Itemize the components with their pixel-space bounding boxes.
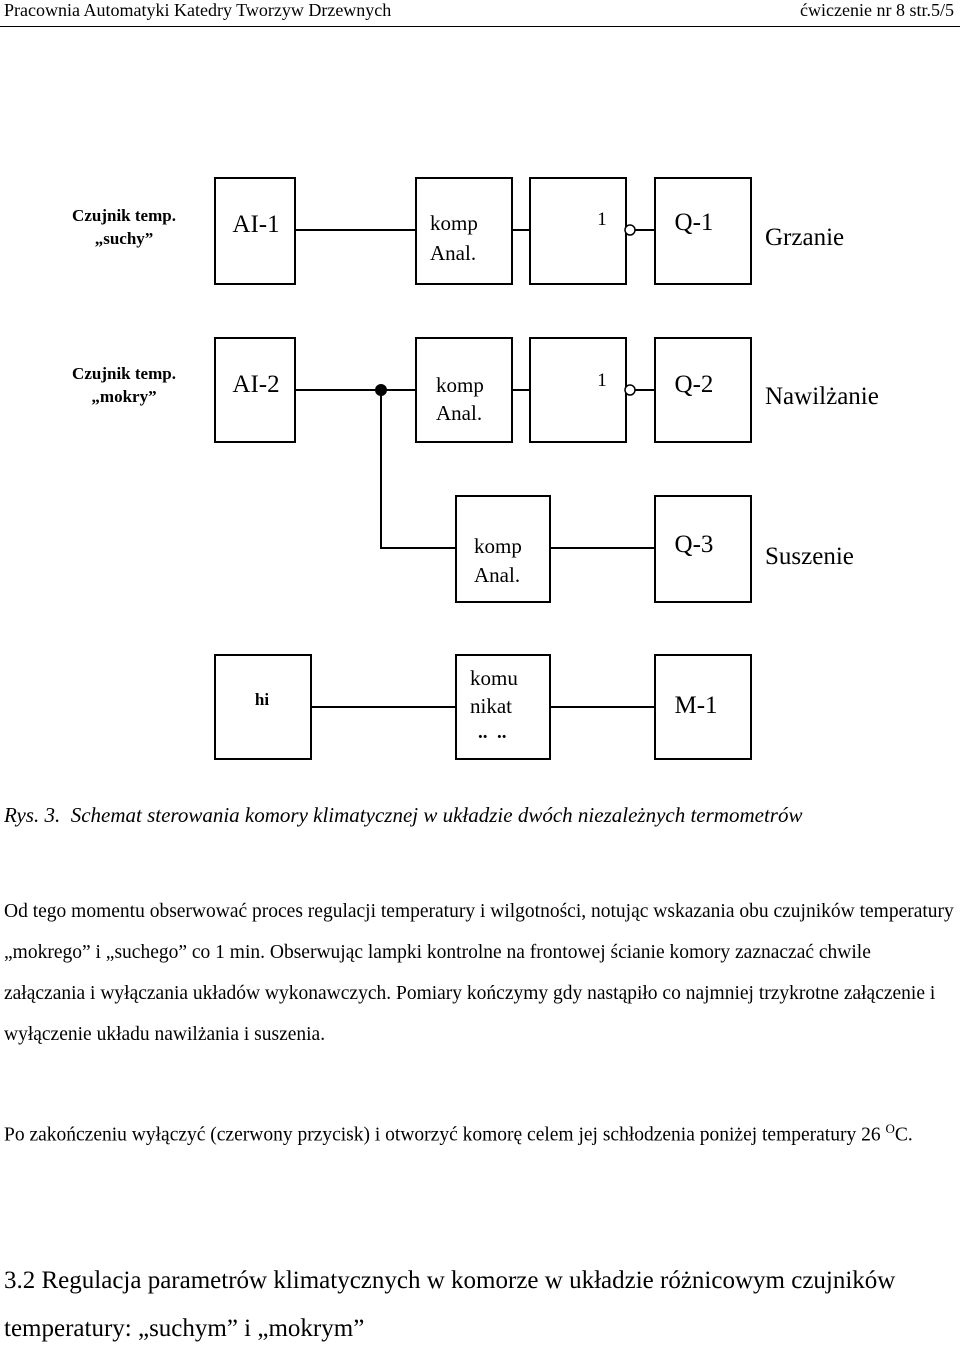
- row2-q-label: Q-2: [675, 371, 714, 398]
- section-heading: 3.2 Regulacja parametrów klimatycznych w…: [4, 1267, 896, 1342]
- row1-q-label: Q-1: [675, 209, 714, 236]
- header-rule: [0, 26, 960, 27]
- row2-sensor-line1: Czujnik temp.: [72, 364, 176, 383]
- row3-comp-line1: komp: [474, 534, 522, 558]
- control-schematic-diagram: Czujnik temp. „suchy” AI-1 komp Anal. 1 …: [72, 177, 879, 760]
- paragraph-finish: Po zakończeniu wyłączyć (czerwony przyci…: [4, 1108, 956, 1156]
- row2-comp-line1: komp: [436, 373, 484, 397]
- row1-inversion-circle: [624, 224, 636, 236]
- row2-comp-line2: Anal.: [436, 401, 482, 425]
- caption-prefix: Rys. 3.: [4, 803, 61, 827]
- row2-output-label: Nawilżanie: [765, 383, 879, 410]
- paragraph-finish-text: Po zakończeniu wyłączyć (czerwony przyci…: [4, 1124, 886, 1146]
- row3-q-block: [654, 495, 752, 603]
- row1-not-label: 1: [597, 209, 607, 230]
- row3-branch-connector: [380, 390, 456, 549]
- paragraph-observation: Od tego momentu obserwować proces regula…: [4, 901, 954, 1045]
- row1-comp-line2: Anal.: [430, 241, 476, 265]
- row2-not-block: [529, 337, 627, 443]
- row4-hi-label: hi: [255, 690, 269, 709]
- row2-sensor-line2: „mokry”: [91, 387, 156, 406]
- row3-output-label: Suszenie: [765, 543, 854, 570]
- degree-superscript: O: [885, 1121, 895, 1136]
- header-institution: Pracownia Automatyki Katedry Tworzyw Drz…: [4, 0, 392, 20]
- row1-sensor-line1: Czujnik temp.: [72, 206, 176, 225]
- row4-comm-line1: komu: [470, 666, 518, 690]
- row4-m-label: M-1: [674, 692, 717, 719]
- row1-output-label: Grzanie: [765, 224, 844, 251]
- header-page-number: ćwiczenie nr 8 str.5/5: [800, 0, 954, 20]
- temperature-unit: C.: [894, 1124, 913, 1146]
- row3-q-label: Q-3: [675, 531, 714, 558]
- row2-q-block: [654, 337, 752, 443]
- row2-ai-label: AI-2: [232, 371, 279, 398]
- row1-not-block: [529, 177, 627, 285]
- page-header: Pracownia Automatyki Katedry Tworzyw Drz…: [0, 0, 960, 27]
- figure-caption: Rys. 3. Schemat sterowania komory klimat…: [4, 803, 802, 828]
- row4-comm-line3: .. ..: [478, 722, 507, 743]
- row1-sensor-line2: „suchy”: [95, 229, 154, 248]
- row4-m-block: [654, 654, 752, 760]
- row1-q-block: [654, 177, 752, 285]
- row1-comp-line1: komp: [430, 211, 478, 235]
- row2-inversion-circle: [624, 384, 636, 396]
- row2-not-label: 1: [597, 370, 607, 391]
- row3-comp-line2: Anal.: [474, 563, 520, 587]
- row1-ai-label: AI-1: [232, 211, 279, 238]
- row4-comm-line2: nikat: [470, 694, 512, 718]
- caption-text: Schemat sterowania komory klimatycznej w…: [70, 803, 803, 827]
